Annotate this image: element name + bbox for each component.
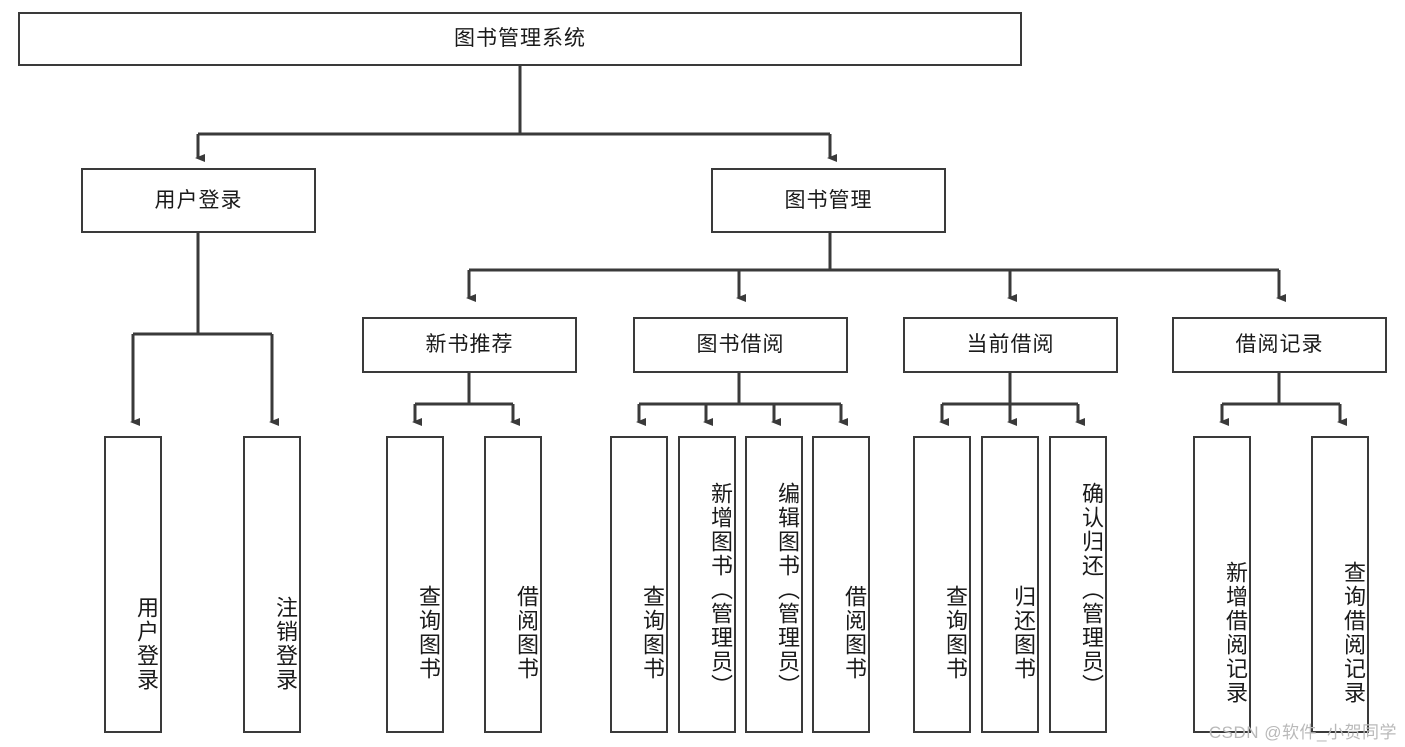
leaf-new-book-borrow-book[interactable]: 借阅图书	[484, 436, 542, 733]
leaf-book-borrow-query-book[interactable]: 查询图书	[610, 436, 668, 733]
node-label: 图书借阅	[696, 333, 785, 357]
node-book-management[interactable]: 图书管理	[711, 168, 946, 233]
node-label: 当前借阅	[966, 333, 1055, 357]
node-label: 用户登录	[134, 595, 159, 692]
node-label: 图书管理	[784, 188, 873, 212]
leaf-borrow-record-query-record[interactable]: 查询借阅记录	[1311, 436, 1369, 733]
node-book-borrow[interactable]: 图书借阅	[633, 317, 848, 373]
leaf-book-borrow-borrow-book[interactable]: 借阅图书	[812, 436, 870, 733]
leaf-borrow-record-add-record[interactable]: 新增借阅记录	[1193, 436, 1251, 733]
node-label: 编辑图书（管理员）	[775, 481, 800, 698]
leaf-current-borrow-query-book[interactable]: 查询图书	[913, 436, 971, 733]
node-label: 查询图书	[943, 584, 968, 681]
leaf-current-borrow-return-book[interactable]: 归还图书	[981, 436, 1039, 733]
node-label: 借阅图书	[842, 584, 867, 681]
node-label: 借阅图书	[514, 584, 539, 681]
leaf-new-book-query-book[interactable]: 查询图书	[386, 436, 444, 733]
leaf-current-borrow-confirm-return-admin[interactable]: 确认归还（管理员）	[1049, 436, 1107, 733]
node-label: 借阅记录	[1235, 333, 1324, 357]
node-current-borrow[interactable]: 当前借阅	[903, 317, 1118, 373]
node-label: 确认归还（管理员）	[1079, 481, 1104, 698]
leaf-book-borrow-edit-book-admin[interactable]: 编辑图书（管理员）	[745, 436, 803, 733]
node-label: 归还图书	[1011, 584, 1036, 681]
node-label: 查询图书	[640, 584, 665, 681]
node-label: 注销登录	[273, 595, 298, 692]
leaf-user-login-logout[interactable]: 注销登录	[243, 436, 301, 733]
node-new-book-recommend[interactable]: 新书推荐	[362, 317, 577, 373]
node-borrow-record[interactable]: 借阅记录	[1172, 317, 1387, 373]
node-label: 查询图书	[416, 584, 441, 681]
node-label: 图书管理系统	[454, 27, 586, 51]
node-user-login[interactable]: 用户登录	[81, 168, 316, 233]
node-label: 新增图书（管理员）	[708, 481, 733, 698]
node-label: 新增借阅记录	[1223, 560, 1248, 705]
node-label: 用户登录	[154, 188, 243, 212]
node-root-book-management-system[interactable]: 图书管理系统	[18, 12, 1022, 66]
csdn-watermark: CSDN @软件_小贺同学	[1208, 723, 1397, 742]
leaf-book-borrow-add-book-admin[interactable]: 新增图书（管理员）	[678, 436, 736, 733]
node-label: 查询借阅记录	[1341, 560, 1366, 705]
node-label: 新书推荐	[425, 333, 514, 357]
leaf-user-login-login[interactable]: 用户登录	[104, 436, 162, 733]
